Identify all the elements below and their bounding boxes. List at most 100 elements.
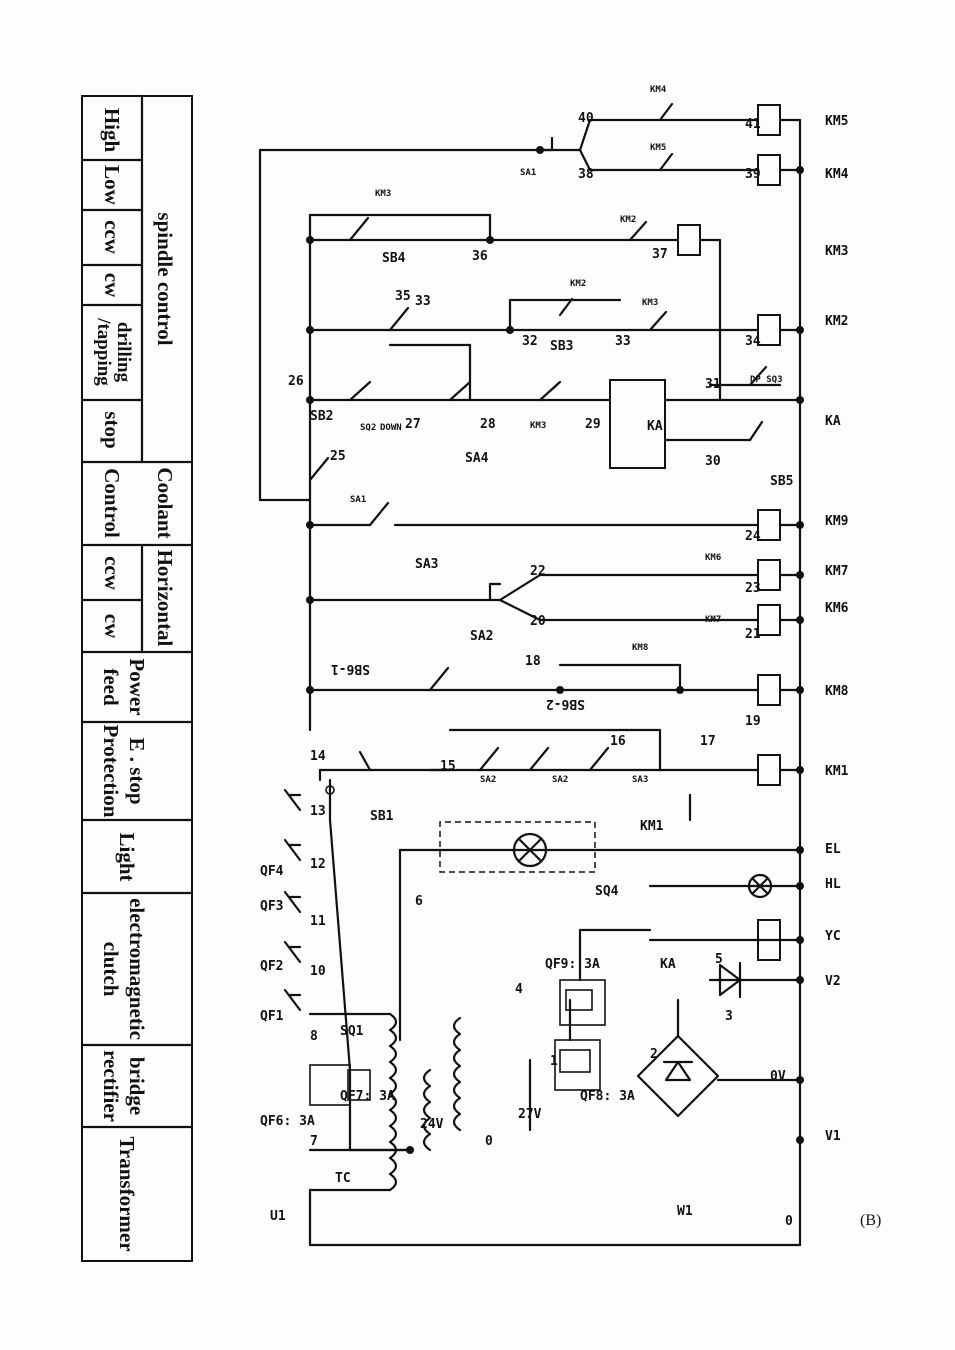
wire-29: 29 [585, 417, 601, 432]
switch-sa1: SA1 [350, 495, 366, 505]
wire-41: 41 [745, 117, 761, 132]
label-qf7: QF7: 3A [340, 1089, 395, 1104]
switch-sa3-main: SA3 [415, 557, 438, 572]
rectifier-section: 1 2 3 4 5 6 QF8: 3A QF9: 3A KA SQ4 V1 V2… [415, 873, 841, 1144]
label-tc: TC [335, 1171, 351, 1186]
spindle-rung: SB2 25 SA1 26 SQ2 DOWN 27 SA4 28 KM3 29 … [258, 148, 841, 505]
label-qf9: QF9: 3A [545, 957, 600, 972]
col-estop-l1: E . stop [125, 737, 149, 804]
wire-32: 32 [522, 334, 538, 349]
label-km1: KM1 [825, 764, 849, 779]
wire-39: 39 [745, 167, 761, 182]
breaker-chain: 7 8 10 11 12 13 14 QF6: 3A QF7: 3A SQ1 Q… [260, 749, 412, 1152]
wire-22: 22 [530, 564, 546, 579]
wire-34: 34 [745, 334, 761, 349]
switch-sa1-speed: SA1 [520, 168, 536, 178]
col-light: Light [115, 832, 139, 881]
col-bridge-l2: rectifier [99, 1050, 123, 1122]
col-spindle-cw: cw [100, 273, 124, 298]
label-qf6: QF6: 3A [260, 1114, 315, 1129]
contact-km3-ka: KM3 [530, 421, 546, 431]
device-sb2: SB2 [310, 409, 333, 424]
km2-rung: 33 32 SB3 33 KM2 KM3 34 KM2 [308, 279, 848, 402]
wire-12: 12 [310, 857, 326, 872]
limit-down: DOWN [380, 423, 402, 433]
col-feed-l2: feed [99, 668, 123, 706]
wire-17: 17 [700, 734, 716, 749]
device-sb3: SB3 [550, 339, 573, 354]
device-sb4: SB4 [382, 251, 406, 266]
wire-33a: 33 [415, 294, 431, 309]
wire-24: 24 [745, 529, 761, 544]
light-section: EL [398, 821, 841, 1042]
label-km7: KM7 [825, 564, 848, 579]
wire-20: 20 [530, 614, 546, 629]
wire-36: 36 [472, 249, 488, 264]
label-km5: KM5 [825, 114, 848, 129]
wire-1: 1 [550, 1054, 558, 1069]
wire-37: 37 [652, 247, 668, 262]
wire-8: 8 [310, 1029, 318, 1044]
junction-dots [406, 166, 804, 1154]
estop-rung: SB1 15 16 17 SA2 SA2 SA3 KM1 KM1 [318, 728, 849, 834]
wire-18: 18 [525, 654, 541, 669]
wire-40: 40 [578, 111, 594, 126]
wire-35: 35 [395, 289, 411, 304]
device-sb1: SB1 [370, 809, 394, 824]
col-feed-l1: Power [125, 658, 149, 715]
contact-km2-hold: KM2 [570, 279, 586, 289]
contact-km3-hold: KM3 [375, 189, 391, 199]
wire-3: 3 [725, 1009, 733, 1024]
label-yc: YC [825, 929, 841, 944]
wire-28: 28 [480, 417, 496, 432]
function-table: Transformer bridge rectifier electromagn… [80, 94, 194, 1262]
wire-6: 6 [415, 894, 423, 909]
label-qf1: QF1 [260, 1009, 284, 1024]
wire-16: 16 [610, 734, 626, 749]
label-0v: 0V [770, 1069, 786, 1084]
power-rails [308, 118, 802, 1247]
label-km8: KM8 [825, 684, 849, 699]
switch-sa2: SA2 [480, 775, 496, 785]
wire-25: 25 [330, 449, 346, 464]
label-w1: W1 [677, 1204, 693, 1219]
wire-10: 10 [310, 964, 326, 979]
wire-4: 4 [515, 982, 523, 997]
col-estop-l2: Protection [99, 725, 123, 818]
col-spindle-control: spindle control [153, 212, 177, 345]
switch-sa4: SA4 [465, 451, 489, 466]
contact-sq4: SQ4 [595, 884, 619, 899]
contact-km3-interlock: KM3 [642, 298, 658, 308]
switch-sa2-main: SA2 [470, 629, 493, 644]
label-el: EL [825, 842, 841, 857]
col-spindle-drilling-l1: drilling [113, 322, 134, 383]
wire-23: 23 [745, 581, 761, 596]
label-km2: KM2 [825, 314, 848, 329]
label-ka: KA [825, 414, 841, 429]
label-qf2: QF2 [260, 959, 283, 974]
wire-15: 15 [440, 759, 456, 774]
col-clutch-l2: clutch [99, 942, 123, 997]
coolant-rung: SA3 24 KM9 [308, 501, 848, 572]
col-spindle-low: Low [100, 165, 124, 206]
wire-5: 5 [715, 952, 723, 967]
label-km4: KM4 [825, 167, 849, 182]
col-transformer: Transformer [115, 1136, 139, 1251]
wire-38: 38 [578, 167, 594, 182]
transformer: U1 W1 0 TC 24V 27V 0 0V [270, 1012, 793, 1229]
contact-km2-interlock: KM2 [620, 215, 636, 225]
wire-27: 27 [405, 417, 421, 432]
col-clutch-l1: electromagnetic [125, 898, 149, 1040]
contact-km6: KM6 [705, 553, 721, 563]
label-v2: V2 [825, 974, 841, 989]
label-sq1: SQ1 [340, 1024, 364, 1039]
wire-2: 2 [650, 1047, 658, 1062]
wire-7: 7 [310, 1134, 318, 1149]
label-qf8: QF8: 3A [580, 1089, 635, 1104]
device-sb6-1: SB6-1 [331, 661, 370, 676]
contact-ka: KA [660, 957, 676, 972]
wire-19: 19 [745, 714, 761, 729]
horizontal-rung: SA2 20 21 22 23 KM7 KM6 KM6 KM7 [308, 553, 849, 644]
wire-26: 26 [288, 374, 304, 389]
